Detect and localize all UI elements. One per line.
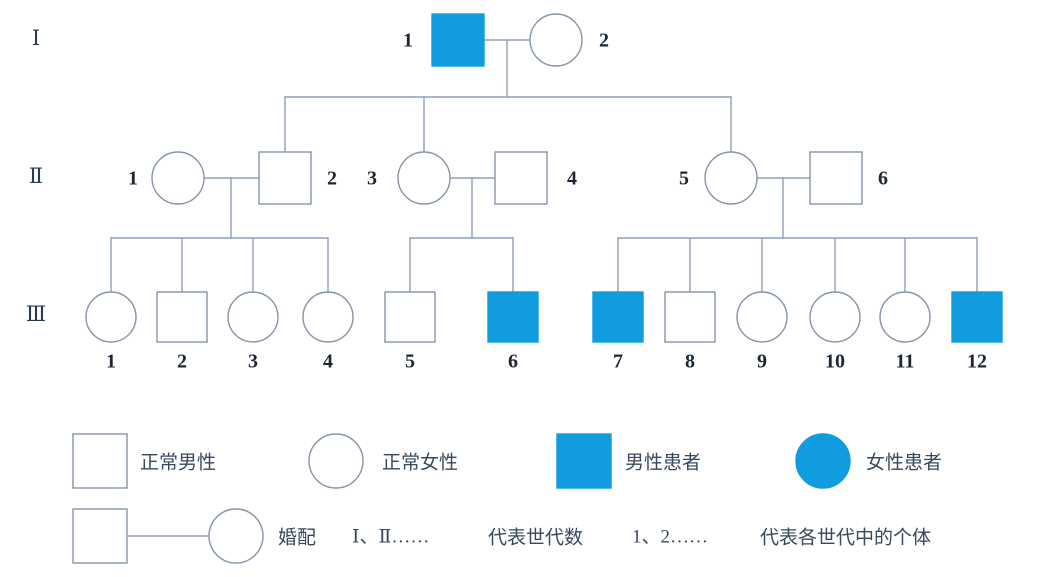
legend-marriage-male-symbol[interactable] [72, 508, 128, 564]
individual-iii-11-circle-icon[interactable] [879, 291, 931, 343]
individual-iii-5-number: 5 [405, 351, 415, 373]
generation-label-gen-2: Ⅱ [29, 164, 43, 188]
individual-ii-1-number: 1 [128, 168, 138, 190]
individual-iii-7-number: 7 [613, 351, 623, 373]
individual-iii-11[interactable] [879, 291, 931, 343]
individual-iii-1-number: 1 [106, 351, 116, 373]
individual-iii-4-number: 4 [323, 351, 333, 373]
individual-i-2-number: 2 [599, 30, 609, 52]
generation-labels-group: Ⅰ Ⅱ Ⅲ [26, 26, 46, 326]
legend-note-individuals-label: 代表各世代中的个体 [760, 527, 931, 549]
individual-ii-2-number: 2 [327, 168, 337, 190]
individual-iii-9-circle-icon[interactable] [736, 291, 788, 343]
individual-ii-3-circle-icon[interactable] [397, 151, 451, 205]
individual-ii-2[interactable] [258, 151, 312, 205]
individual-iii-2-square-icon[interactable] [156, 291, 208, 343]
individual-iii-1[interactable] [85, 291, 137, 343]
legend-affected-male-label: 男性患者 [625, 452, 701, 474]
individual-iii-1-circle-icon[interactable] [85, 291, 137, 343]
individual-iii-8-number: 8 [685, 351, 695, 373]
individual-ii-4[interactable] [494, 151, 548, 205]
legend-marriage-male-symbol-square-icon[interactable] [72, 508, 128, 564]
legend-normal-male-symbol-square-icon[interactable] [72, 433, 128, 489]
individual-iii-10[interactable] [809, 291, 861, 343]
individual-i-2[interactable] [529, 13, 583, 67]
individual-iii-3[interactable] [227, 291, 279, 343]
individual-iii-6[interactable] [487, 291, 539, 343]
individual-iii-6-square-icon[interactable] [487, 291, 539, 343]
individual-iii-12-square-icon[interactable] [951, 291, 1003, 343]
individual-ii-4-square-icon[interactable] [494, 151, 548, 205]
generation-label-gen-3: Ⅲ [26, 302, 46, 326]
legend-affected-male-symbol[interactable] [556, 433, 612, 489]
legend-normal-male-symbol[interactable] [72, 433, 128, 489]
individual-i-1[interactable] [431, 13, 485, 67]
legend-marriage-female-symbol-circle-icon[interactable] [208, 508, 264, 564]
individual-iii-6-number: 6 [508, 351, 518, 373]
individual-iii-4[interactable] [302, 291, 354, 343]
legend-marriage-female-symbol[interactable] [208, 508, 264, 564]
individual-iii-7[interactable] [592, 291, 644, 343]
individual-iii-10-number: 10 [825, 351, 845, 373]
individual-iii-5-square-icon[interactable] [384, 291, 436, 343]
legend-affected-male-symbol-square-icon[interactable] [556, 433, 612, 489]
individual-iii-9-number: 9 [757, 351, 767, 373]
individual-iii-12[interactable] [951, 291, 1003, 343]
legend-affected-female-symbol[interactable] [795, 433, 851, 489]
legend-note-individuals-symbol: 1、2…… [632, 526, 708, 547]
legend-normal-female-symbol[interactable] [308, 433, 364, 489]
legend-normal-female-label: 正常女性 [382, 452, 458, 474]
legend-marriage-label: 婚配 [278, 527, 316, 549]
legend-normal-female-symbol-circle-icon[interactable] [308, 433, 364, 489]
individual-ii-6-number: 6 [878, 168, 888, 190]
individual-ii-5-number: 5 [679, 168, 689, 190]
individual-iii-7-square-icon[interactable] [592, 291, 644, 343]
connector-lines-group [110, 39, 978, 293]
individual-i-1-square-icon[interactable] [431, 13, 485, 67]
individual-i-2-circle-icon[interactable] [529, 13, 583, 67]
legend-note-generations-symbol: Ⅰ、Ⅱ…… [352, 526, 429, 547]
individual-iii-2[interactable] [156, 291, 208, 343]
individual-ii-5-circle-icon[interactable] [704, 151, 758, 205]
individual-iii-12-number: 12 [967, 351, 987, 373]
individual-iii-11-number: 11 [896, 351, 915, 373]
individual-iii-5[interactable] [384, 291, 436, 343]
individual-ii-3[interactable] [397, 151, 451, 205]
individual-iii-8-square-icon[interactable] [664, 291, 716, 343]
individual-iii-3-number: 3 [248, 351, 258, 373]
individual-ii-1[interactable] [151, 151, 205, 205]
generation-label-gen-1: Ⅰ [32, 26, 40, 50]
individual-ii-6-square-icon[interactable] [809, 151, 863, 205]
individual-ii-3-number: 3 [367, 168, 377, 190]
legend-affected-female-label: 女性患者 [866, 452, 942, 474]
individual-ii-1-circle-icon[interactable] [151, 151, 205, 205]
individual-iii-8[interactable] [664, 291, 716, 343]
individual-iii-9[interactable] [736, 291, 788, 343]
individual-i-1-number: 1 [403, 30, 413, 52]
individual-iii-10-circle-icon[interactable] [809, 291, 861, 343]
individual-iii-4-circle-icon[interactable] [302, 291, 354, 343]
individual-ii-4-number: 4 [567, 168, 577, 190]
individual-ii-6[interactable] [809, 151, 863, 205]
legend-note-generations-label: 代表世代数 [488, 527, 583, 549]
individual-ii-5[interactable] [704, 151, 758, 205]
individual-iii-3-circle-icon[interactable] [227, 291, 279, 343]
individual-iii-2-number: 2 [177, 351, 187, 373]
legend-affected-female-symbol-circle-icon[interactable] [795, 433, 851, 489]
legend-normal-male-label: 正常男性 [140, 452, 216, 474]
individual-ii-2-square-icon[interactable] [258, 151, 312, 205]
